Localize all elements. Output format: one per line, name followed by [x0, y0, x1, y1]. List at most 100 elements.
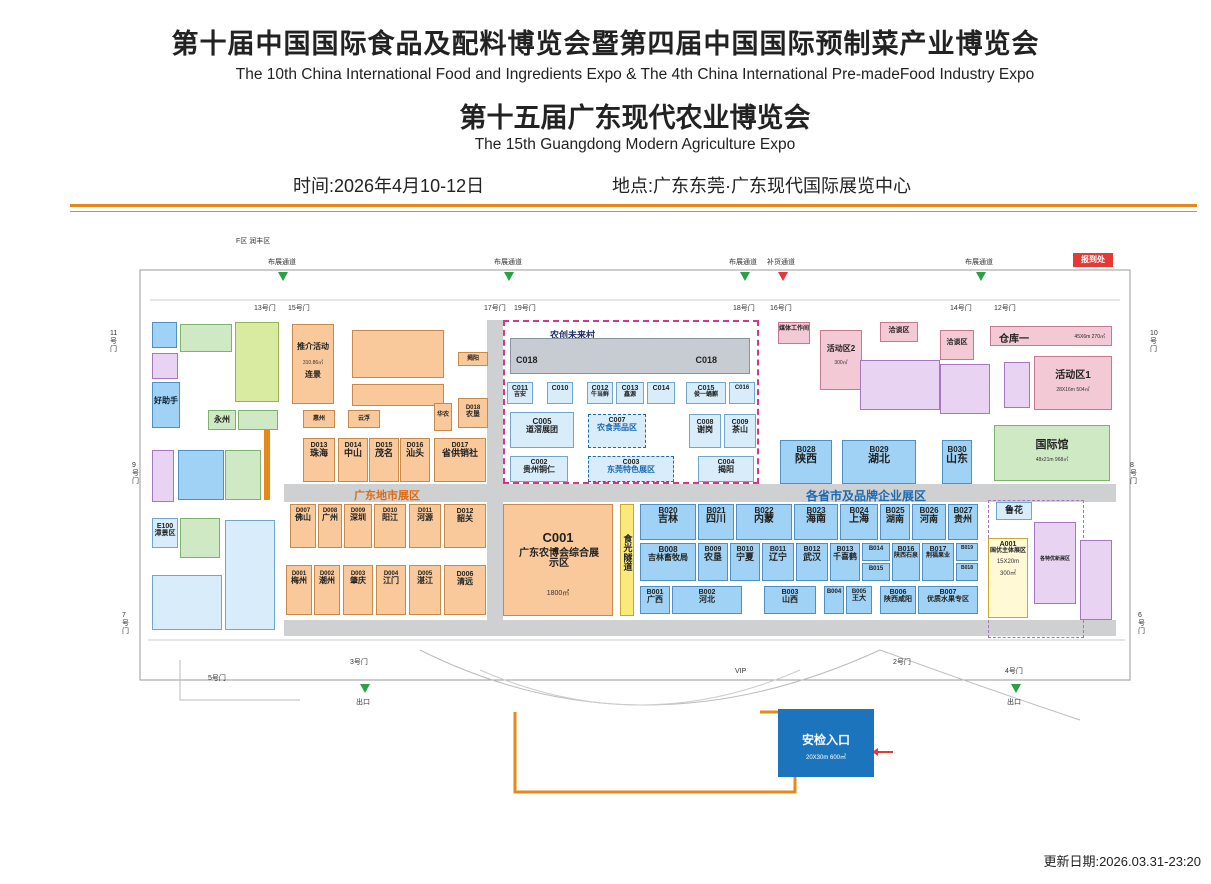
booth-purple-right-col[interactable]: [1080, 540, 1112, 620]
booth-b019[interactable]: B019: [956, 543, 978, 561]
booth-c018-block[interactable]: C018 C018: [510, 338, 750, 374]
booth-b018[interactable]: B018: [956, 563, 978, 581]
booth-haozhushou[interactable]: 好助手: [152, 382, 180, 428]
booth-left-blue-2[interactable]: [152, 575, 222, 630]
booth-huizhou[interactable]: 惠州: [303, 410, 335, 428]
booth-lime-zone[interactable]: [235, 322, 279, 402]
booth-youxiu[interactable]: 各特优新展区: [1034, 522, 1076, 604]
booth-jieyang-s[interactable]: 揭阳: [458, 352, 488, 366]
booth-left-1[interactable]: [152, 322, 177, 348]
booth-c010[interactable]: C010: [547, 382, 573, 404]
booth-left-green-3[interactable]: [180, 518, 220, 558]
booth-purple-cluster-3[interactable]: [1004, 362, 1030, 408]
booth-nego[interactable]: 洽谈区: [880, 322, 918, 342]
booth-b015[interactable]: B015: [862, 563, 890, 581]
booth-left-pool[interactable]: [225, 450, 261, 500]
booth-purple-cluster[interactable]: [860, 360, 940, 410]
booth-left-green-2[interactable]: [238, 410, 278, 430]
booth-media[interactable]: 媒体工作间: [778, 322, 810, 344]
booth-b014[interactable]: B014: [862, 543, 890, 561]
booth-left-blue-block[interactable]: [225, 520, 275, 630]
booth-coop-block[interactable]: [352, 330, 444, 378]
booth-c014[interactable]: C014: [647, 382, 675, 404]
booth-b004[interactable]: B004: [824, 586, 844, 614]
booth-huanong[interactable]: 华农: [434, 403, 452, 431]
booth-purple-cluster-2[interactable]: [940, 364, 990, 414]
booth-yongzhou[interactable]: 永州: [208, 410, 236, 430]
booth-c016[interactable]: C016: [729, 382, 755, 404]
food-tunnel[interactable]: 食光隧道: [620, 504, 634, 616]
security-entrance[interactable]: 安检入口 20X30m 600㎡: [778, 709, 874, 777]
booth-coop-block-2[interactable]: [352, 384, 444, 406]
booth-left-purple[interactable]: [152, 353, 178, 379]
booth-nego2[interactable]: 洽谈区: [940, 330, 974, 360]
booth-left-purple-2[interactable]: [152, 450, 174, 502]
booth-luhua[interactable]: 鲁花: [996, 502, 1032, 520]
booth-yunfu[interactable]: 云浮: [348, 410, 380, 428]
booth-left-green[interactable]: [180, 324, 232, 352]
booth-c001[interactable]: C001 广东农博会综合展示区 1800㎡: [503, 504, 613, 616]
booth-left-grid[interactable]: [178, 450, 224, 500]
